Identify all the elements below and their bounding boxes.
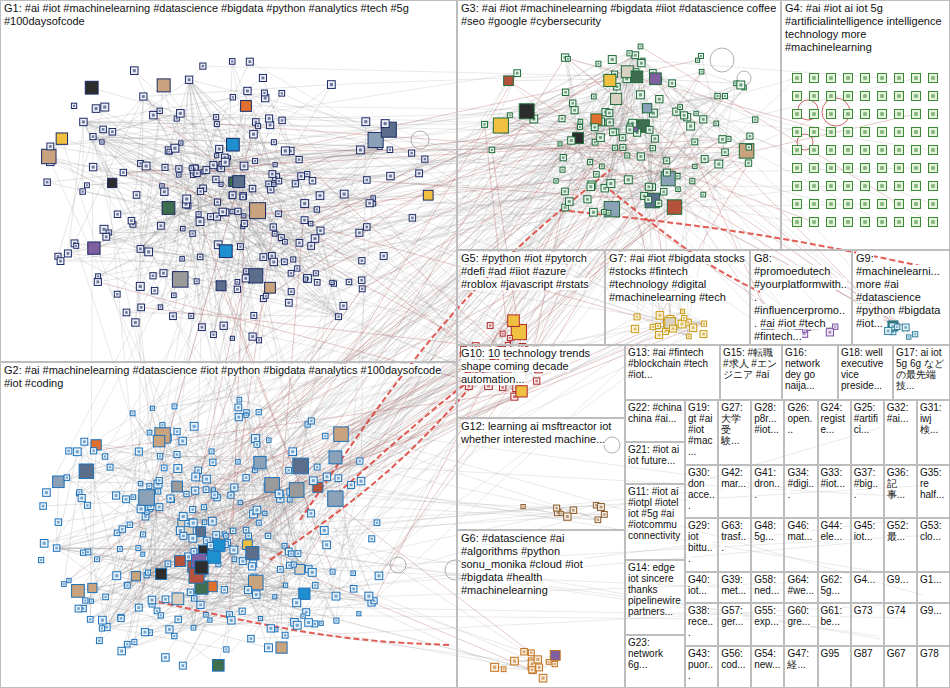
canvas: G1: #ai #iot #machinelearning #datascien… (0, 0, 950, 688)
